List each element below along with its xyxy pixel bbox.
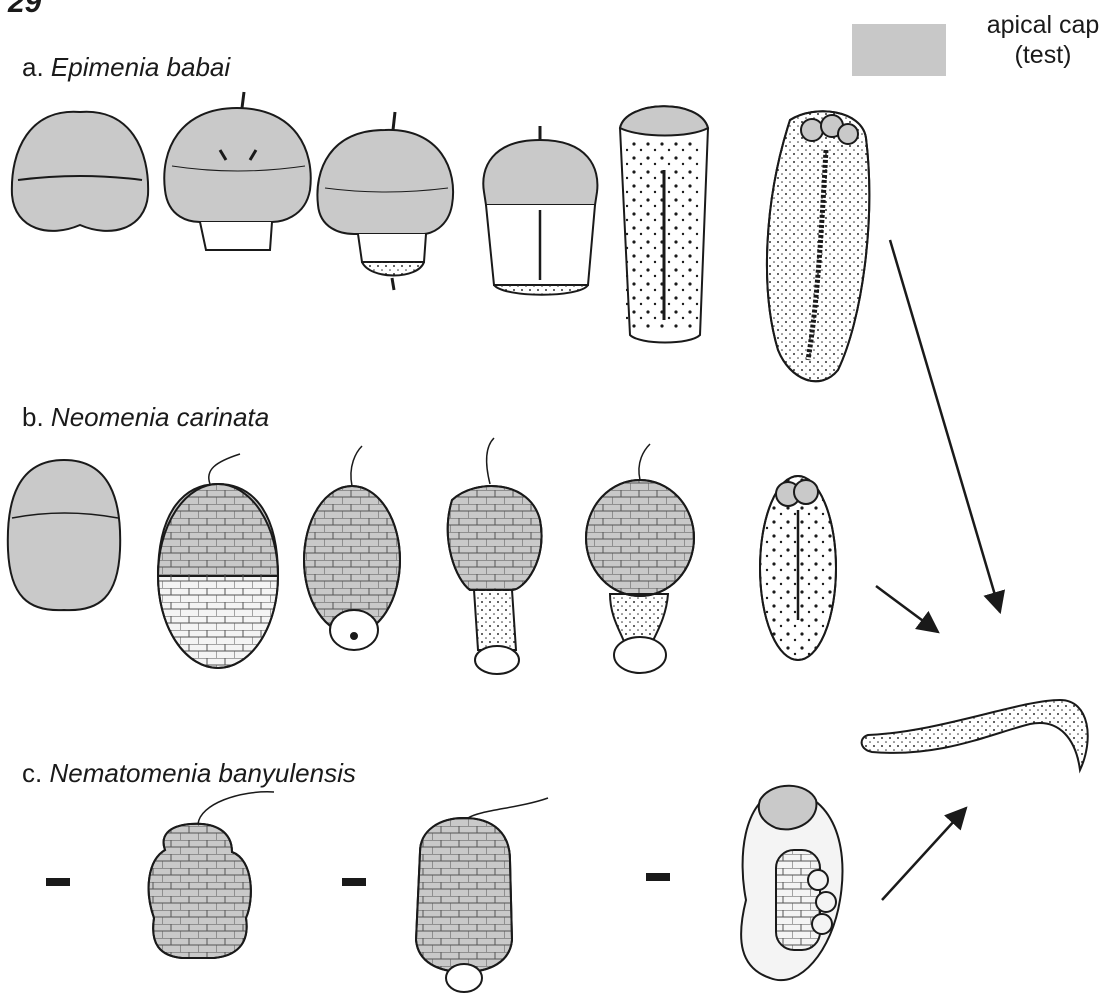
arrows [876,240,1000,900]
stage-b4 [448,438,542,674]
stage-a2 [164,92,310,250]
stage-a5 [620,106,708,342]
stage-c3 [741,786,842,980]
stage-a4 [483,126,597,295]
stage-c1 [149,792,274,958]
scale-bar-c3 [646,873,670,881]
arrow-a-to-adult [890,240,1000,612]
arrow-b-to-adult [876,586,938,632]
row-a-stages [12,92,869,381]
stage-a1 [12,112,148,231]
stage-c2 [416,798,548,992]
stage-b5 [586,444,694,673]
stage-b3 [304,446,400,650]
adult-worm [862,700,1088,770]
row-b-stages [8,438,836,674]
row-c-stages [46,786,843,992]
stage-b2 [158,454,278,668]
scale-bar-c1 [46,878,70,886]
stage-b1 [8,460,120,610]
stage-b6 [760,476,836,660]
stage-a3 [317,112,453,290]
scale-bar-c2 [342,878,366,886]
stage-a6 [767,111,869,381]
arrow-c-to-adult [882,808,966,900]
